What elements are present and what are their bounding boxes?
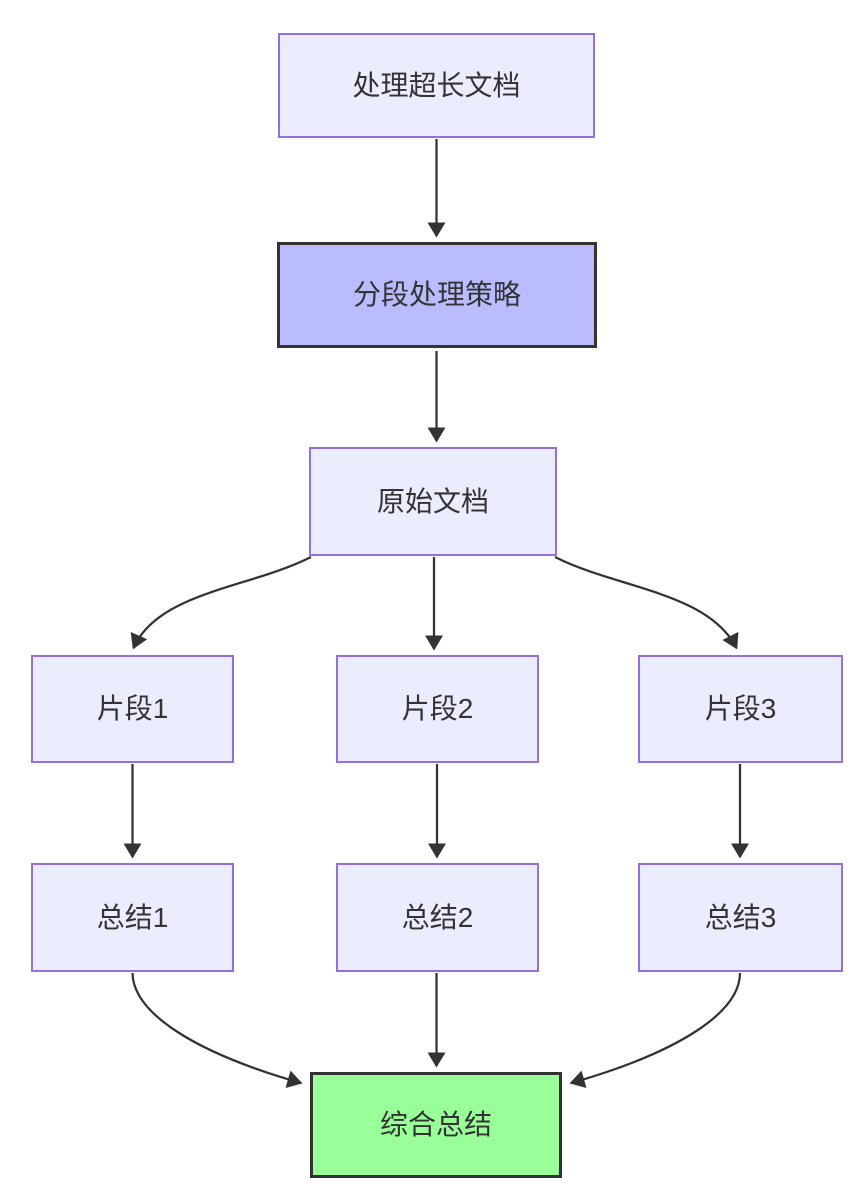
flow-node-fragment-3: 片段3 xyxy=(638,655,843,763)
edge-summary-3-to-final xyxy=(569,972,742,1088)
flow-node-summary-1: 总结1 xyxy=(31,863,234,972)
flow-node-process-long-document: 处理超长文档 xyxy=(278,33,595,138)
flow-node-summary-2: 总结2 xyxy=(336,863,539,972)
flow-node-fragment-1: 片段1 xyxy=(31,655,234,763)
flow-node-segmentation-strategy: 分段处理策略 xyxy=(277,242,597,348)
edge-original-to-fragment-3 xyxy=(554,555,739,650)
edge-original-to-fragment-1 xyxy=(130,555,312,650)
flow-node-fragment-2: 片段2 xyxy=(336,655,539,763)
flow-node-original-document: 原始文档 xyxy=(309,447,557,556)
flow-node-summary-3: 总结3 xyxy=(638,863,843,972)
flow-node-final-summary: 综合总结 xyxy=(310,1072,562,1178)
edge-summary-1-to-final xyxy=(131,972,303,1088)
